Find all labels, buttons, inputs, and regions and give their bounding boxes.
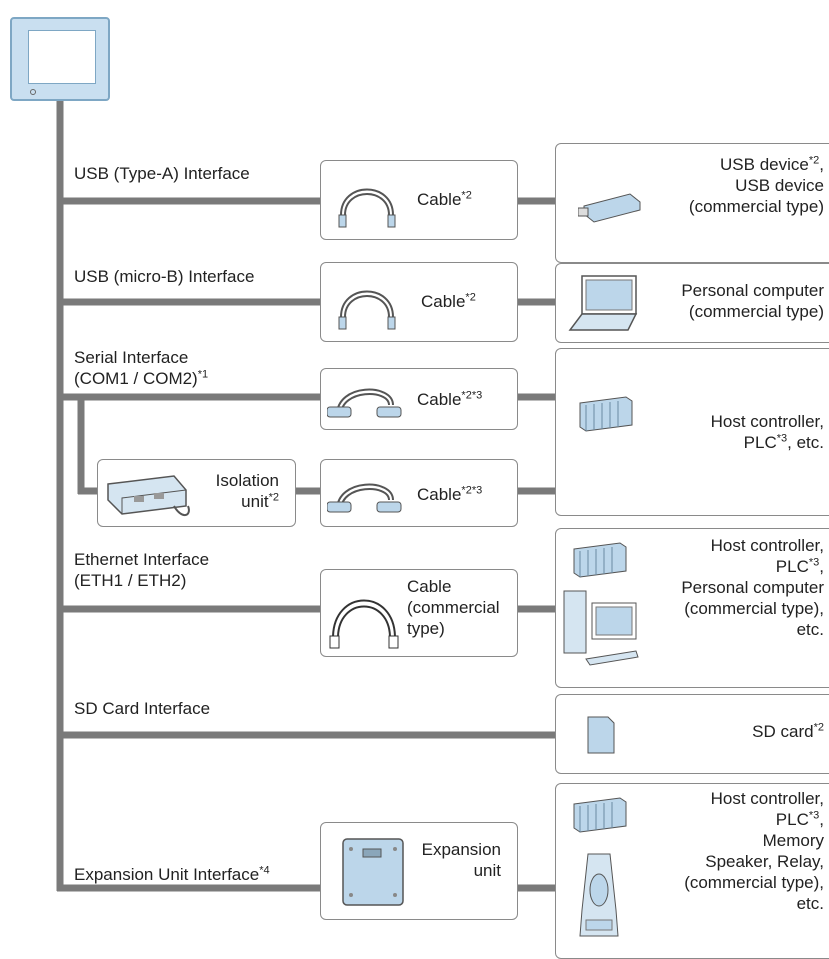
ethernet-interface-line1: Ethernet Interface <box>74 550 210 569</box>
usb-a-interface-label: USB (Type-A) Interface <box>74 164 250 183</box>
sd-card-label: SD card*2 <box>752 721 824 741</box>
expansion-interface-text: Expansion Unit Interface <box>74 865 260 884</box>
speaker-icon <box>579 853 619 937</box>
expansion-footnote: *4 <box>259 864 270 877</box>
ethernet-device-box: Host controller,PLC*3, Personal computer… <box>555 528 829 688</box>
usb-a-cable-box: Cable*2 <box>320 160 518 240</box>
plc-icon <box>579 396 633 432</box>
hmi-led <box>30 89 36 95</box>
usb-cable-icon <box>338 290 396 330</box>
usb-device-box: USB device*2, USB device(commercial type… <box>555 143 829 263</box>
serial-cable-icon <box>327 388 402 418</box>
serial-cable-icon <box>327 483 402 513</box>
expansion-unit-icon <box>342 838 404 906</box>
usb-a-cable-label: Cable*2 <box>417 189 472 209</box>
usb-cable-icon <box>338 188 396 228</box>
serial-interface-line2: (COM1 / COM2) <box>74 369 198 388</box>
ethernet-interface-label: Ethernet Interface (ETH1 / ETH2) <box>74 549 209 591</box>
usb-device-label: USB device*2, USB device(commercial type… <box>688 154 824 216</box>
serial-host-box: Host controller,PLC*3, etc. <box>555 348 829 516</box>
usb-micro-b-cable-box: Cable*2 <box>320 262 518 342</box>
serial-cable-box: Cable*2*3 <box>320 368 518 430</box>
hmi-panel <box>10 17 110 101</box>
desktop-computer-icon <box>563 590 639 666</box>
serial-cable-label: Cable*2*3 <box>417 389 483 409</box>
hmi-screen <box>28 30 96 84</box>
expansion-interface-label: Expansion Unit Interface*4 <box>74 864 270 885</box>
sd-card-box: SD card*2 <box>555 694 829 774</box>
sd-card-interface-label: SD Card Interface <box>74 699 211 718</box>
ethernet-interface-line2: (ETH1 / ETH2) <box>74 571 187 590</box>
plc-icon <box>573 542 627 578</box>
serial-isolated-cable-box: Cable*2*3 <box>320 459 518 527</box>
serial-host-label: Host controller,PLC*3, etc. <box>710 412 824 452</box>
usb-micro-b-cable-label: Cable*2 <box>421 291 476 311</box>
plc-icon <box>573 797 627 833</box>
serial-interface-label: Serial Interface (COM1 / COM2)*1 <box>74 347 208 389</box>
serial-interface-line1: Serial Interface <box>74 348 189 367</box>
serial-isolated-cable-label: Cable*2*3 <box>417 484 483 504</box>
isolation-unit-icon <box>107 475 190 516</box>
ethernet-cable-icon <box>329 599 399 649</box>
usb-stick-icon <box>578 193 641 223</box>
personal-computer-box: Personal computer(commercial type) <box>555 263 829 343</box>
usb-micro-b-interface-label: USB (micro-B) Interface <box>74 267 255 286</box>
ethernet-device-label: Host controller,PLC*3, Personal computer… <box>681 536 824 639</box>
personal-computer-label: Personal computer(commercial type) <box>681 281 824 321</box>
laptop-icon <box>568 275 638 331</box>
sd-card-icon <box>587 716 615 754</box>
serial-footnote: *1 <box>197 368 209 381</box>
